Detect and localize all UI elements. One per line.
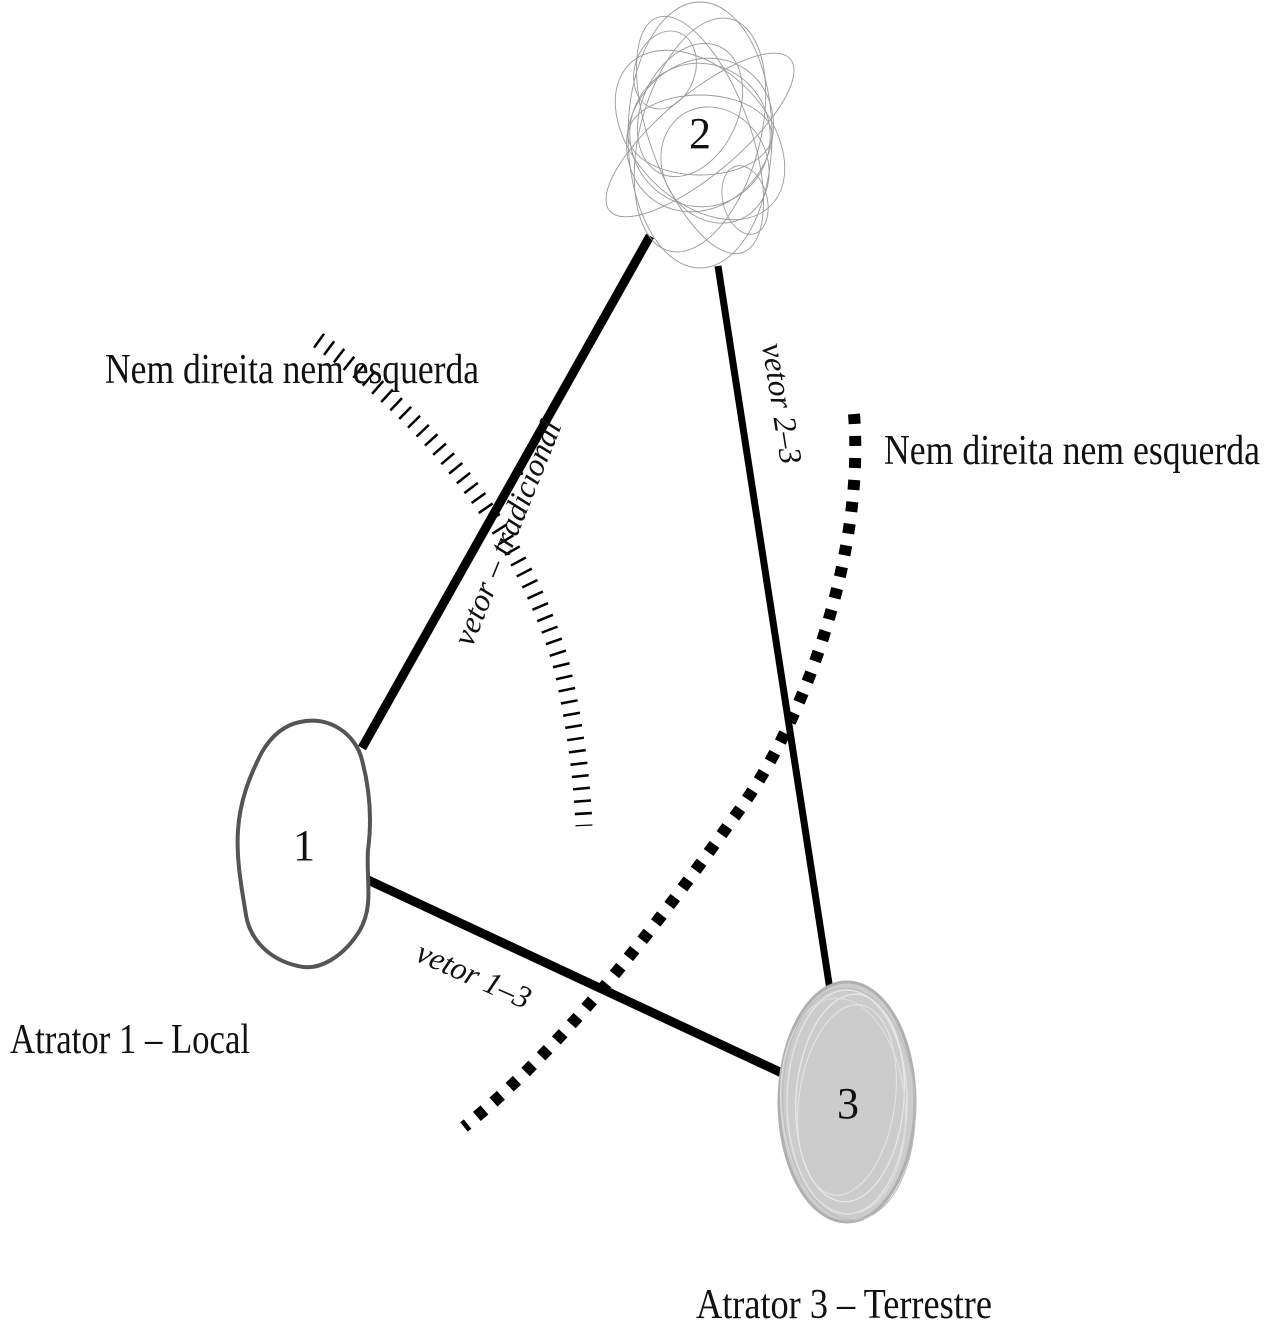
node-1-number: 1 — [293, 821, 315, 870]
vector-label-2-3: vetor 2–3 — [755, 340, 810, 466]
node-1-label: Atrator 1 – Local — [10, 1017, 250, 1063]
edge-2-3 — [714, 265, 834, 991]
node-2: 2 — [605, 1, 795, 269]
node-3-label: Atrator 3 – Terrestre — [696, 1282, 992, 1328]
edge-1-3 — [366, 875, 784, 1078]
node-3: 3 — [777, 980, 917, 1224]
edge-1-2 — [358, 233, 654, 751]
arc-label-left: Nem direita nem esquerda — [105, 347, 479, 393]
arc-left-ticked — [313, 333, 593, 827]
node-1: 1 — [235, 718, 372, 970]
arc-right-dashed — [460, 413, 862, 1132]
node-2-number: 2 — [689, 109, 711, 158]
node-3-number: 3 — [837, 1079, 859, 1128]
arc-label-right: Nem direita nem esquerda — [884, 428, 1260, 474]
